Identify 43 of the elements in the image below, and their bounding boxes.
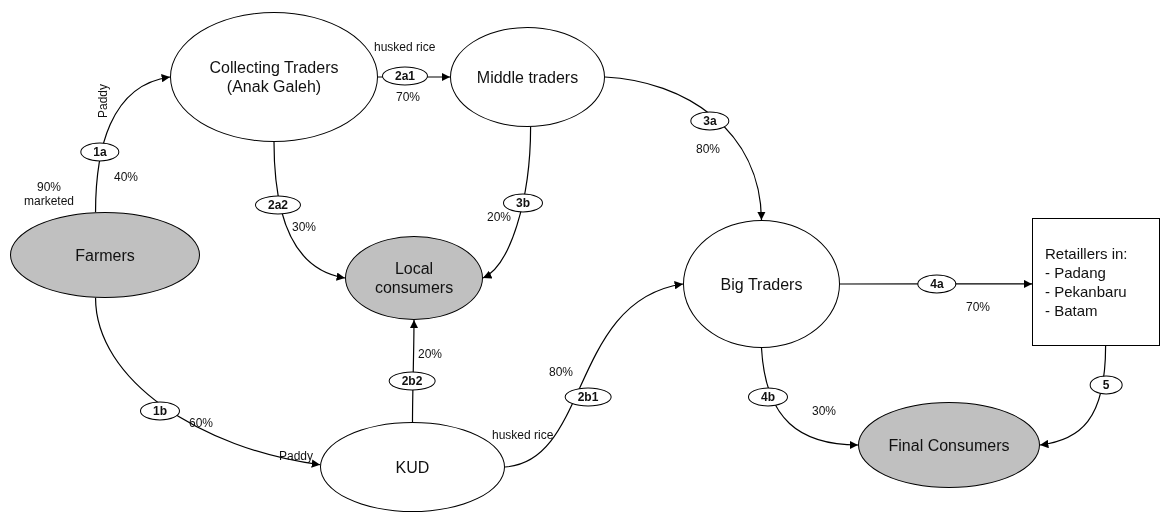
flow-annotation: Paddy [279,449,314,463]
node-text: Local consumers [373,259,455,297]
flow-annotation: 80% [696,142,721,156]
edge-label: 2b2 [388,371,436,391]
edge-label: 2a1 [382,66,428,86]
flow-annotation: 60% [189,416,214,430]
node-text: Big Traders [719,274,804,294]
edge-label: 3a [690,111,730,131]
arrow [604,76,765,221]
node-text: Retaillers in: [1045,244,1128,263]
flow-annotation: 30% [292,220,317,234]
node-text: - Padang [1045,263,1106,282]
node-text: - Pekanbaru [1045,282,1127,301]
edge-label: 4b [748,387,788,407]
flow-annotation: husked rice [374,40,436,54]
arrow [273,141,346,281]
flow-annotation: husked rice [492,428,554,442]
flow-annotation: Paddy [96,83,110,118]
edge-label: 2b1 [564,387,612,407]
node-text: Middle traders [475,67,580,87]
edge-label: 5 [1089,375,1123,395]
edge-label: 1a [80,142,120,162]
node-text: Collecting Traders (Anak Galeh) [208,58,340,96]
node-text: - Batam [1045,301,1098,320]
flow-annotation: 70% [966,300,991,314]
node-note: 90% marketed [23,180,75,208]
edge-label: 1b [140,401,180,421]
node-text: Farmers [74,245,136,265]
flow-annotation: 20% [418,347,443,361]
flow-annotation: 40% [114,170,139,184]
edge-label: 4a [917,274,957,294]
arrow [504,282,684,468]
edge-label: 3b [503,193,543,213]
edge-label: 2a2 [255,195,301,215]
arrow [94,297,321,468]
arrow [94,74,171,213]
node-text: KUD [394,457,431,477]
flow-annotation: 70% [396,90,421,104]
node-text: Final Consumers [887,435,1011,455]
flow-annotation: 80% [549,365,574,379]
flow-annotation: 30% [812,404,837,418]
flow-annotation: 20% [487,210,512,224]
retailer-box [1032,218,1160,346]
